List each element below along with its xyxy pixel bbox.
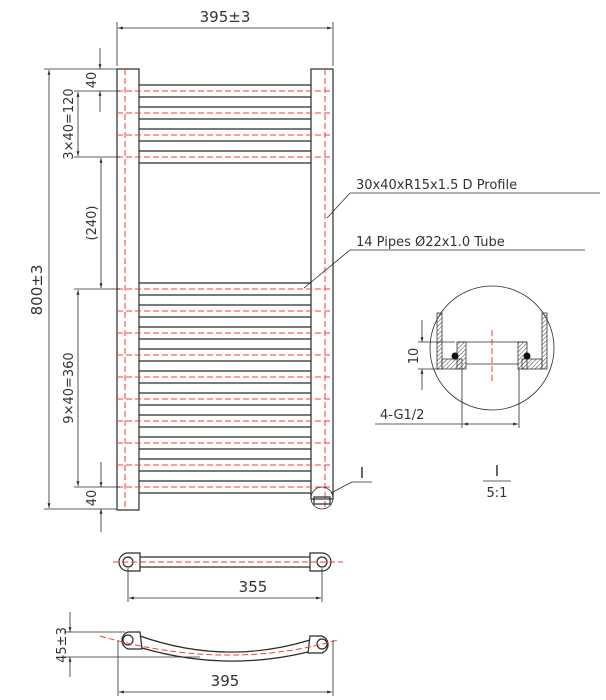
pipe — [117, 348, 333, 362]
detail-height-label: 10 — [407, 348, 422, 365]
pipe — [117, 106, 333, 120]
pipe — [117, 436, 333, 450]
depth-label: 45±3 — [55, 627, 70, 663]
pipes-callout-label: 14 Pipes Ø22x1.0 Tube — [356, 235, 505, 250]
bottom-width-label: 395 — [211, 672, 240, 690]
pipe — [117, 326, 333, 340]
overall-width-dimension: 395±3 — [116, 8, 334, 66]
bottom-offset-label: 40 — [85, 490, 100, 507]
profile-callout: 30x40xR15x1.5 D Profile — [326, 178, 600, 219]
center-distance-label: 355 — [239, 578, 268, 596]
pitch-dimensions: 40 3×40=120 (240) 9×40=360 40 — [62, 48, 120, 532]
detail-label: I — [495, 462, 499, 480]
top-group-label: 3×40=120 — [62, 88, 77, 159]
thread-label: 4-G1/2 — [380, 408, 424, 423]
curved-view: 45±3 395 — [55, 612, 339, 696]
gap-label: (240) — [85, 206, 100, 241]
pipe — [117, 458, 333, 472]
pipes-callout: 14 Pipes Ø22x1.0 Tube — [303, 235, 585, 289]
overall-height-label: 800±3 — [28, 265, 46, 316]
pipe — [117, 128, 333, 142]
top-offset-label: 40 — [85, 72, 100, 89]
pipes — [117, 84, 333, 494]
pipe — [117, 304, 333, 318]
detail-marker: I — [310, 464, 372, 510]
bottom-group-label: 9×40=360 — [62, 352, 77, 423]
pipe — [117, 480, 333, 494]
pipe — [117, 414, 333, 428]
pipe — [117, 150, 333, 164]
profile-callout-label: 30x40xR15x1.5 D Profile — [356, 178, 517, 193]
pipe — [117, 392, 333, 406]
detail-view: 10 4-G1/2 I 5:1 — [375, 285, 555, 501]
pipe — [117, 370, 333, 384]
detail-marker-label: I — [360, 464, 364, 482]
pipe — [117, 282, 333, 296]
plan-view: 355 — [113, 552, 343, 602]
pipe — [117, 84, 333, 98]
overall-width-label: 395±3 — [200, 8, 251, 26]
detail-scale: 5:1 — [487, 486, 508, 501]
height-dimension: 800±3 — [28, 68, 117, 510]
